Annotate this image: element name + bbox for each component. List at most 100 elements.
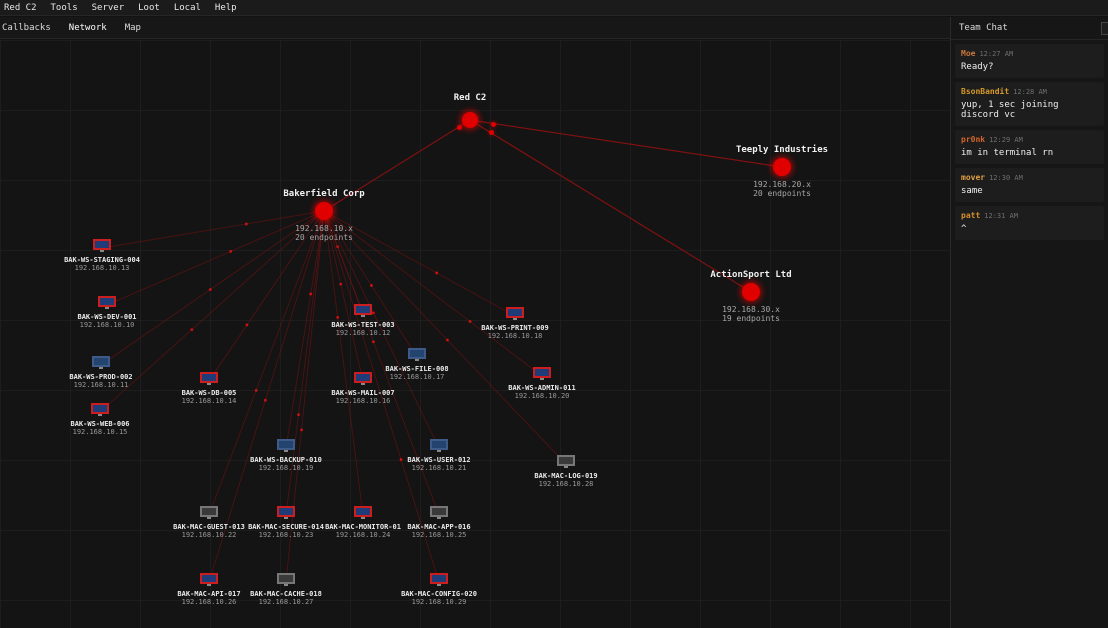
endpoint-hostname: BAK-MAC-CONFIG-020 xyxy=(401,590,477,598)
network-link xyxy=(285,210,325,449)
hub-endpoint-count: 20 endpoints xyxy=(295,233,353,242)
traffic-packet-dot xyxy=(446,338,449,342)
endpoint-ip: 192.168.10.10 xyxy=(79,321,135,329)
menu-loot[interactable]: Loot xyxy=(138,2,160,13)
endpoint-hostname: BAK-WS-DEV-001 xyxy=(77,313,137,321)
chat-timestamp: 12:30 AM xyxy=(989,174,1023,182)
c2-satellite-dot xyxy=(491,122,496,127)
endpoint-hostname: BAK-WS-PRINT-009 xyxy=(481,324,549,332)
monitor-icon xyxy=(200,506,218,519)
endpoint-hostname: BAK-WS-PROD-002 xyxy=(69,373,133,381)
hub-label: Teeply Industries xyxy=(735,145,829,155)
endpoint-ip: 192.168.10.17 xyxy=(389,373,445,381)
endpoint-hostname: BAK-WS-DB-005 xyxy=(181,389,237,397)
chat-header: Team Chat xyxy=(951,17,1108,40)
network-map-canvas[interactable]: Red C2 Bakerfield Corp 192.168.10.x 20 e… xyxy=(0,40,950,628)
network-link xyxy=(99,210,325,413)
tab-network[interactable]: Network xyxy=(68,22,107,33)
monitor-icon xyxy=(354,372,372,385)
monitor-icon xyxy=(430,573,448,586)
endpoint-ip: 192.168.10.27 xyxy=(258,598,314,606)
chat-text: ^ xyxy=(961,224,967,234)
traffic-packet-dot xyxy=(254,388,258,392)
endpoint-ip: 192.168.10.21 xyxy=(411,464,467,472)
endpoint-hostname: BAK-WS-USER-012 xyxy=(407,456,471,464)
traffic-packet-dot xyxy=(372,340,375,344)
traffic-packet-dot xyxy=(435,271,439,275)
menu-tools[interactable]: Tools xyxy=(50,2,78,13)
network-link xyxy=(208,210,325,583)
endpoint-hostname: BAK-WS-ADMIN-011 xyxy=(508,384,576,392)
hub-subnet: 192.168.10.x xyxy=(295,224,353,233)
chat-collapse-button[interactable] xyxy=(1101,22,1108,35)
chat-text: im in terminal rn xyxy=(961,148,1054,158)
endpoint-ip: 192.168.10.16 xyxy=(335,397,391,405)
network-link xyxy=(469,119,783,168)
traffic-packet-dot xyxy=(370,284,373,287)
monitor-icon xyxy=(93,239,111,252)
endpoint-ip: 192.168.10.20 xyxy=(514,392,570,400)
menu-red-c2[interactable]: Red C2 xyxy=(4,2,37,13)
endpoint-hostname: BAK-WS-BACKUP-010 xyxy=(250,456,322,464)
chat-username: Moe xyxy=(961,49,976,58)
network-link xyxy=(323,210,516,317)
traffic-packet-dot xyxy=(263,398,267,402)
monitor-icon xyxy=(430,506,448,519)
traffic-packet-dot xyxy=(208,288,212,291)
network-link xyxy=(285,210,325,583)
traffic-packet-dot xyxy=(399,458,403,461)
network-link xyxy=(323,210,418,358)
endpoint-ip: 192.168.10.24 xyxy=(335,531,391,539)
hub-label: ActionSport Ltd xyxy=(710,270,792,280)
endpoint-hostname: BAK-MAC-GUEST-013 xyxy=(173,523,245,531)
traffic-packet-dot xyxy=(309,292,313,296)
chat-timestamp: 12:27 AM xyxy=(979,50,1014,58)
endpoint-ip: 192.168.10.23 xyxy=(258,531,314,539)
monitor-icon xyxy=(200,372,218,385)
chat-text: same xyxy=(961,186,983,196)
menu-help[interactable]: Help xyxy=(214,2,237,13)
hub-subnet: 192.168.20.x xyxy=(753,180,811,189)
endpoint-hostname: BAK-MAC-CACHE-018 xyxy=(250,590,322,598)
endpoint-ip: 192.168.10.13 xyxy=(74,264,130,272)
monitor-icon xyxy=(557,455,575,468)
monitor-icon xyxy=(408,348,426,361)
endpoint-hostname: BAK-MAC-APP-016 xyxy=(407,523,471,531)
traffic-packet-dot xyxy=(372,311,375,315)
tab-callbacks[interactable]: Callbacks xyxy=(2,22,51,33)
network-link xyxy=(469,119,752,293)
endpoint-ip: 192.168.10.26 xyxy=(181,598,237,606)
chat-text: Ready? xyxy=(961,62,994,72)
traffic-packet-dot xyxy=(339,282,343,286)
monitor-icon xyxy=(430,439,448,452)
monitor-icon xyxy=(354,304,372,317)
hub-node-icon xyxy=(315,202,333,220)
network-link xyxy=(106,210,325,306)
endpoint-hostname: BAK-MAC-SECURE-014 xyxy=(248,523,324,531)
network-link xyxy=(285,210,325,516)
traffic-packet-dot xyxy=(468,320,472,323)
endpoint-hostname: BAK-WS-MAIL-007 xyxy=(331,389,395,397)
endpoint-ip: 192.168.10.25 xyxy=(411,531,467,539)
network-link xyxy=(101,210,325,249)
menu-bar: Red C2 Tools Server Loot Local Help xyxy=(0,0,1108,16)
menu-server[interactable]: Server xyxy=(91,2,125,13)
monitor-icon xyxy=(354,506,372,519)
network-link xyxy=(100,210,325,366)
chat-username: patt xyxy=(961,211,981,220)
tab-map[interactable]: Map xyxy=(124,22,141,33)
traffic-packet-dot xyxy=(300,428,303,432)
endpoint-ip: 192.168.10.18 xyxy=(487,332,543,340)
endpoint-ip: 192.168.10.29 xyxy=(411,598,467,606)
endpoint-hostname: BAK-WS-FILE-008 xyxy=(385,365,449,373)
chat-timestamp: 12:31 AM xyxy=(984,212,1018,220)
monitor-icon xyxy=(98,296,116,309)
endpoint-ip: 192.168.10.15 xyxy=(72,428,128,436)
menu-local[interactable]: Local xyxy=(173,2,201,13)
endpoint-hostname: BAK-WS-STAGING-004 xyxy=(64,256,140,264)
monitor-icon xyxy=(92,356,110,369)
network-link xyxy=(323,210,364,382)
